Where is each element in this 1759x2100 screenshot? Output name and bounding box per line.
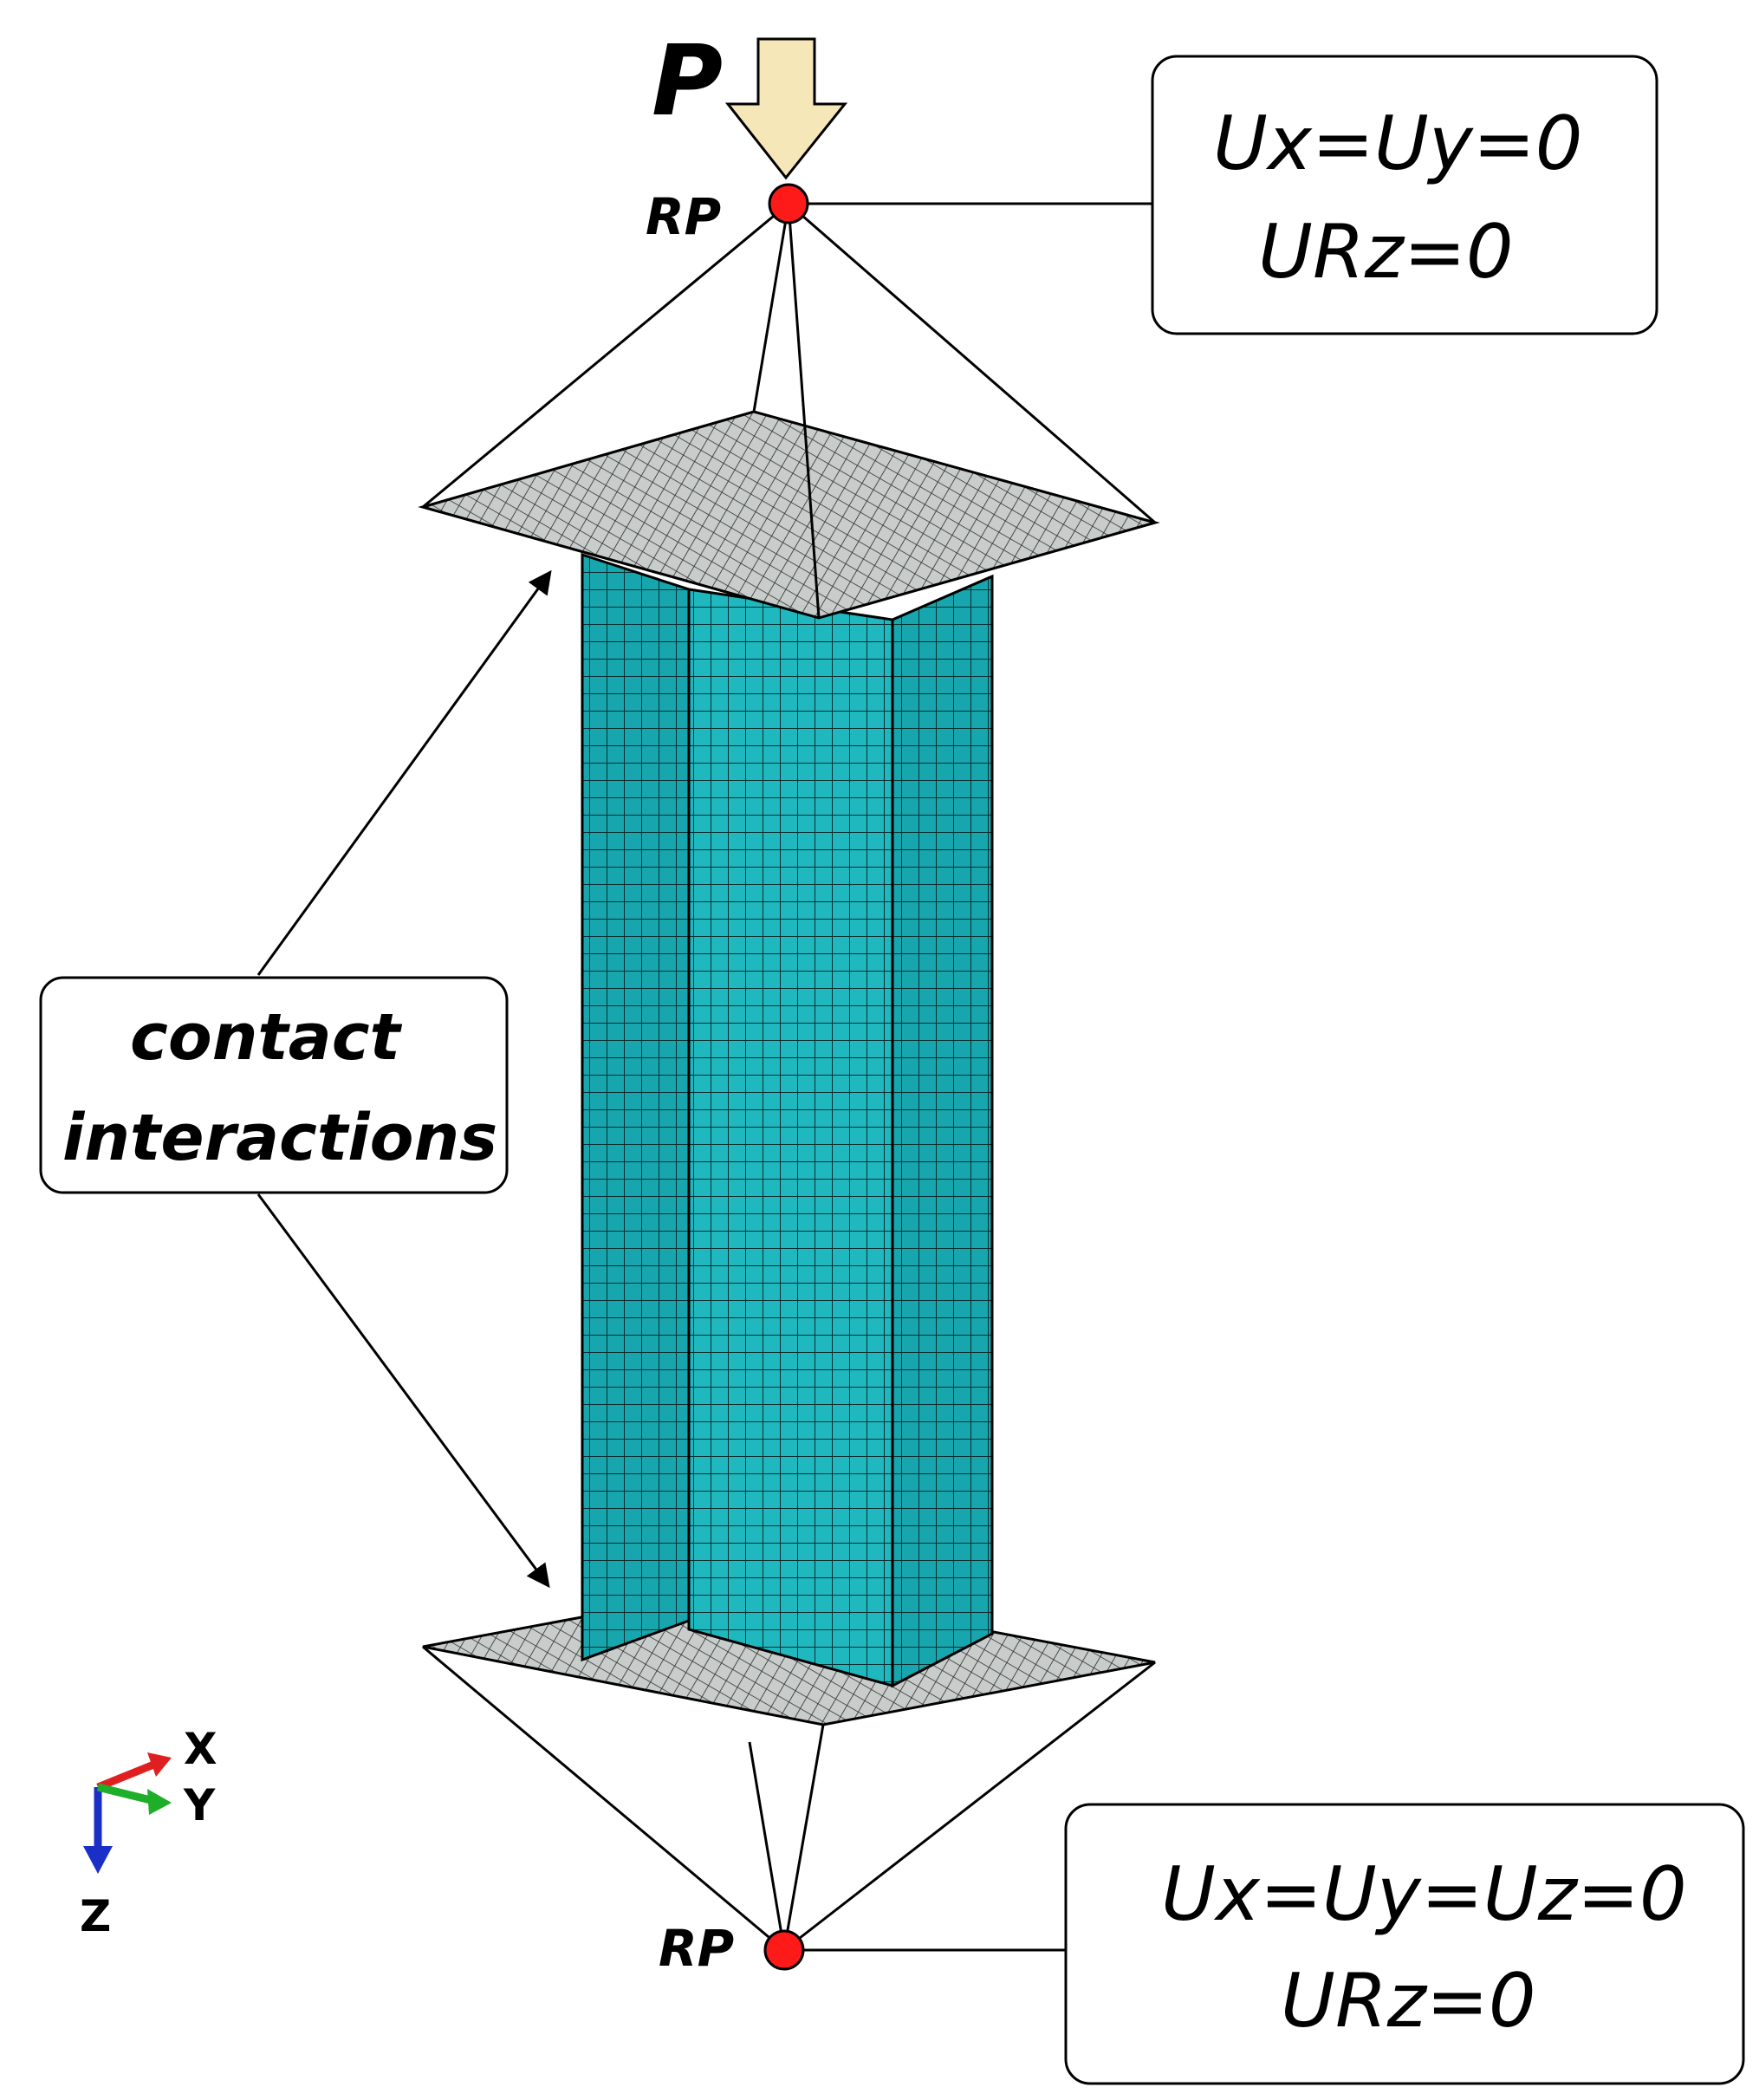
column-front-face [687,588,894,1687]
contact-label-box [39,976,509,1194]
column-right-face [891,574,994,1688]
bottom-rp-label: RP [659,1919,734,1978]
column-left-face [581,552,691,1662]
x-axis-arrow [147,1752,172,1777]
column [581,552,994,1688]
bottom-bc-box [1064,1803,1745,2085]
contact-label-line2: interactions [62,1101,497,1175]
top-rp-label: RP [646,187,721,246]
contact-arrow-top [256,569,552,976]
load-label: P [652,25,723,138]
top-plate-cover [418,410,1160,620]
bottom-bc-line2: URz=0 [1281,1958,1536,2045]
load-arrow [724,37,848,180]
bottom-rp-point [763,1929,805,1971]
z-axis-label: Z [80,1891,111,1941]
contact-arrow-bottom [256,1193,550,1589]
y-axis-label: Y [183,1780,216,1830]
z-axis-arrow [83,1846,113,1874]
coordinate-triad: X Y Z [80,1724,217,1941]
top-coupling-lines [422,202,1156,619]
top-rp-point [768,183,809,224]
bottom-bc-line1: Ux=Uy=Uz=0 [1161,1851,1687,1938]
x-axis-label: X [184,1724,217,1774]
top-bc-box [1151,55,1658,335]
top-bc-line1: Ux=Uy=0 [1213,101,1583,187]
bottom-coupling-lines [422,1645,1156,1952]
contact-label-line1: contact [130,1000,403,1075]
y-axis-arrow [147,1789,172,1815]
top-bc-line2: URz=0 [1258,209,1514,296]
